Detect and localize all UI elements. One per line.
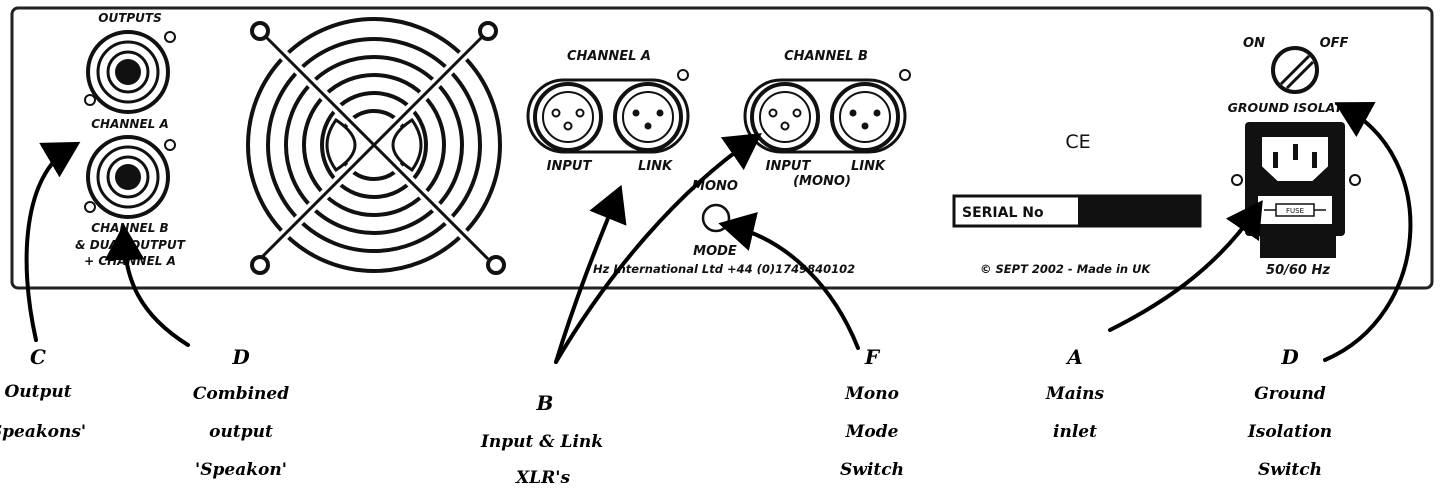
fan-screw — [250, 255, 270, 275]
xlr-a-input-label: INPUT — [547, 159, 593, 174]
ce-mark: CE — [1065, 131, 1090, 153]
callout-c-letter: C — [30, 345, 46, 369]
xlr-channel-a-title: CHANNEL A — [567, 49, 651, 64]
xlr-link-b[interactable] — [830, 82, 900, 152]
callout-b: B Input & Link XLR's — [480, 391, 603, 488]
dual-output-label: & DUAL OUTPUT — [75, 238, 186, 252]
serial-plate — [952, 194, 1202, 228]
xlr-input-a[interactable] — [533, 82, 603, 152]
mono-mode-switch[interactable] — [701, 203, 731, 233]
company-text: Hz International Ltd +44 (0)1749840102 — [593, 262, 855, 276]
callout-d-right-line3: Switch — [1258, 460, 1322, 480]
mount-hole — [84, 94, 96, 106]
fan-screw — [250, 21, 270, 41]
callout-b-line1: Input & Link — [480, 432, 603, 452]
callout-f-line2: Mode — [845, 422, 899, 442]
xlr-input-b[interactable] — [750, 82, 820, 152]
mount-hole — [164, 139, 176, 151]
callout-a: A Mains inlet — [1045, 345, 1105, 442]
callout-c-line2: Speakons' — [0, 422, 86, 442]
callout-f-line1: Mono — [844, 384, 899, 404]
xlr-a-link-label: LINK — [638, 159, 673, 174]
callout-a-letter: A — [1065, 345, 1083, 369]
callout-d-left: D Combined output 'Speakon' — [193, 345, 289, 480]
fan-screw — [478, 21, 498, 41]
ground-isolation-label: GROUND ISOLATION — [1228, 100, 1369, 115]
frequency-label: 50/60 Hz — [1266, 263, 1330, 278]
callout-d-right-letter: D — [1280, 345, 1299, 369]
ground-off-label: OFF — [1320, 36, 1349, 51]
callout-d-right-line2: Isolation — [1247, 422, 1332, 442]
xlr-channel-b-title: CHANNEL B — [784, 49, 868, 64]
speakon-output-b[interactable] — [86, 135, 170, 219]
callout-d-left-line1: Combined — [193, 384, 289, 404]
callout-arrows — [24, 102, 1413, 364]
fan-screw — [486, 255, 506, 275]
mount-hole — [84, 201, 96, 213]
xlr-b-input-label: INPUT — [766, 159, 812, 174]
plus-channel-a-label: + CHANNEL A — [84, 254, 176, 268]
mount-hole — [677, 69, 689, 81]
callout-f-letter: F — [864, 345, 881, 369]
channel-b-speakon-label: CHANNEL B — [91, 221, 168, 235]
serial-label: SERIAL No — [962, 205, 1044, 221]
mode-label: MODE — [693, 244, 737, 259]
callout-d-left-line2: output — [209, 422, 273, 442]
outputs-label: OUTPUTS — [98, 11, 162, 25]
mono-label: MONO — [692, 179, 738, 194]
mount-hole — [1349, 174, 1361, 186]
channel-a-speakon-label: CHANNEL A — [91, 117, 169, 131]
mount-hole — [1231, 174, 1243, 186]
fan-grill — [246, 17, 502, 273]
mains-inlet[interactable] — [1245, 122, 1345, 236]
callout-c-line1: Output — [4, 382, 71, 402]
callout-f: F Mono Mode Switch — [840, 345, 904, 480]
xlr-b-link-label: LINK — [851, 159, 886, 174]
callout-f-line3: Switch — [840, 460, 904, 480]
rating-block — [1260, 236, 1336, 258]
callout-b-letter: B — [536, 391, 554, 415]
callout-d-right: D Ground Isolation Switch — [1247, 345, 1332, 480]
ground-isolation-switch[interactable] — [1271, 46, 1319, 94]
xlr-link-a[interactable] — [613, 82, 683, 152]
fuse-label: FUSE — [1286, 207, 1304, 215]
callout-c: C Output Speakons' — [0, 345, 86, 442]
xlr-b-mono-label: (MONO) — [793, 174, 851, 189]
callout-d-left-letter: D — [231, 345, 250, 369]
callout-b-line2: XLR's — [515, 468, 570, 488]
mount-hole — [899, 69, 911, 81]
callout-a-line1: Mains — [1045, 384, 1105, 404]
callout-a-line2: inlet — [1053, 422, 1097, 442]
speakon-output-a[interactable] — [86, 30, 170, 114]
ground-on-label: ON — [1243, 36, 1265, 51]
copyright-text: © SEPT 2002 - Made in UK — [980, 262, 1151, 276]
callout-d-left-line3: 'Speakon' — [195, 460, 287, 480]
mount-hole — [164, 31, 176, 43]
callout-d-right-line1: Ground — [1254, 384, 1326, 404]
